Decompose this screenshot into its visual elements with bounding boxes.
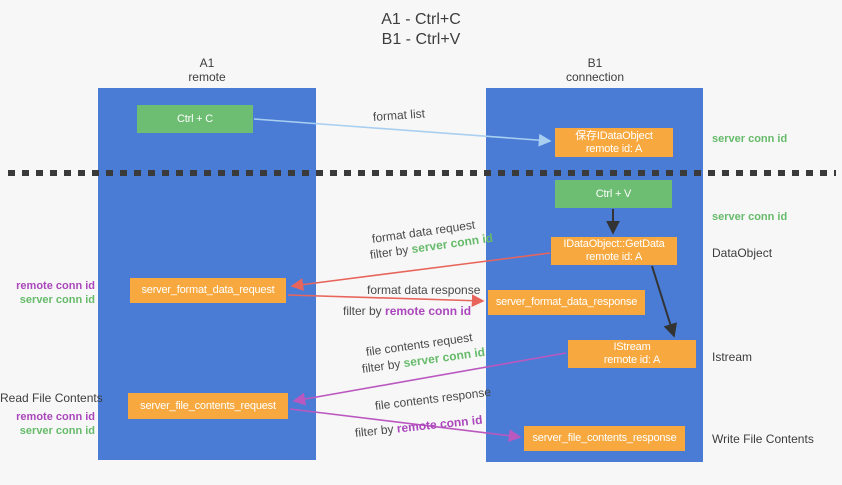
right-column-role: connection xyxy=(565,70,625,84)
server-format-data-request-box: server_format_data_request xyxy=(130,278,286,303)
istream-line1: IStream xyxy=(613,341,651,353)
server-file-contents-response-box: server_file_contents_response xyxy=(524,426,685,451)
filter-prefix: filter by xyxy=(354,421,395,440)
ctrl-c-box: Ctrl + C xyxy=(137,105,253,133)
server-format-data-response-label: server_format_data_response xyxy=(495,296,638,308)
remote-conn-id-text: remote conn id xyxy=(396,412,484,436)
getdata-box: IDataObject::GetData remote id: A xyxy=(551,237,677,265)
format-data-response-label: format data response xyxy=(367,283,481,297)
ctrl-v-box: Ctrl + V xyxy=(555,180,672,208)
left-column-role: remote xyxy=(188,70,226,84)
server-format-data-response-box: server_format_data_response xyxy=(488,290,645,315)
dataobject-label: DataObject xyxy=(712,246,773,260)
ctrl-c-label: Ctrl + C xyxy=(177,112,213,125)
left-remote-conn-id-label-1: remote conn id xyxy=(16,280,95,292)
write-file-contents-label: Write File Contents xyxy=(712,432,814,446)
read-file-contents-label: Read File Contents xyxy=(0,391,103,405)
title-line-2: B1 - Ctrl+V xyxy=(381,31,461,48)
left-server-conn-id-label-2: server conn id xyxy=(19,425,95,437)
filter-prefix: filter by xyxy=(343,304,382,318)
save-idataobject-line1: 保存IDataObject xyxy=(575,129,653,142)
right-column-header: B1 connection xyxy=(486,56,704,84)
server-file-contents-request-label: server_file_contents_request xyxy=(140,399,276,412)
istream-box: IStream remote id: A xyxy=(568,340,696,368)
remote-conn-id-text: remote conn id xyxy=(385,304,472,318)
title-line-1: A1 - Ctrl+C xyxy=(381,11,461,28)
getdata-line2: remote id: A xyxy=(585,251,643,263)
filter-prefix: filter by xyxy=(361,356,402,376)
right-server-conn-id-label-1: server conn id xyxy=(712,133,788,145)
istream-line2: remote id: A xyxy=(603,354,661,366)
right-column-name: B1 xyxy=(587,56,603,70)
left-server-conn-id-label-1: server conn id xyxy=(19,294,95,306)
diagram-title: A1 - Ctrl+C B1 - Ctrl+V xyxy=(0,10,842,50)
left-remote-conn-id-label-2: remote conn id xyxy=(16,411,95,423)
filter-by-remote-conn-id-label-1: filter by remote conn id xyxy=(343,304,471,318)
right-server-conn-id-label-2: server conn id xyxy=(712,211,788,223)
istream-side-label: Istream xyxy=(712,350,753,364)
left-column-header: A1 remote xyxy=(98,56,316,84)
server-file-contents-request-box: server_file_contents_request xyxy=(128,393,288,419)
server-file-contents-response-label: server_file_contents_response xyxy=(532,432,677,444)
filter-by-remote-conn-id-label-2: filter by remote conn id xyxy=(354,413,483,440)
server-format-data-request-label: server_format_data_request xyxy=(141,284,275,296)
save-idataobject-box: 保存IDataObject remote id: A xyxy=(555,128,673,157)
file-contents-response-label: file contents response xyxy=(374,384,492,413)
getdata-line1: IDataObject::GetData xyxy=(563,238,665,250)
ctrl-v-label: Ctrl + V xyxy=(595,187,632,200)
format-list-label: format list xyxy=(372,106,426,124)
left-column-name: A1 xyxy=(199,56,215,70)
save-idataobject-line2: remote id: A xyxy=(585,142,643,155)
